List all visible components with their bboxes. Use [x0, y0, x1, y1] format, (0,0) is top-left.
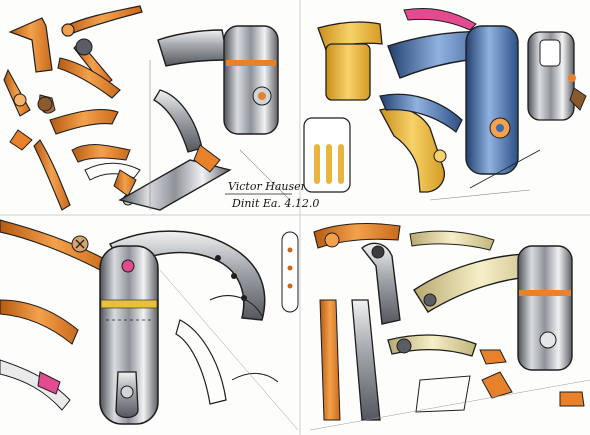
chrome-spout-sketch: [157, 29, 229, 67]
designer-signature: Victor Hauser Dinit Ea. 4.12.0: [225, 180, 319, 210]
blue-faucet-body: [465, 25, 519, 175]
top-left-sketch: Victor Hauser Dinit Ea. 4.12.0: [3, 5, 319, 211]
signature-note: Dinit Ea. 4.12.0: [231, 197, 319, 210]
bottom-left-sketch: [0, 219, 299, 431]
chrome-faucet-body-2: [517, 245, 573, 371]
signature-name: Victor Hauser: [228, 180, 307, 193]
chrome-faucet-body: [223, 25, 279, 135]
chrome-tall-body: [99, 245, 159, 425]
bottom-right-sketch: [309, 222, 590, 431]
yellow-faucet-body: [325, 43, 371, 101]
top-right-sketch: [303, 8, 587, 201]
orange-lever-sketch: [61, 5, 143, 37]
